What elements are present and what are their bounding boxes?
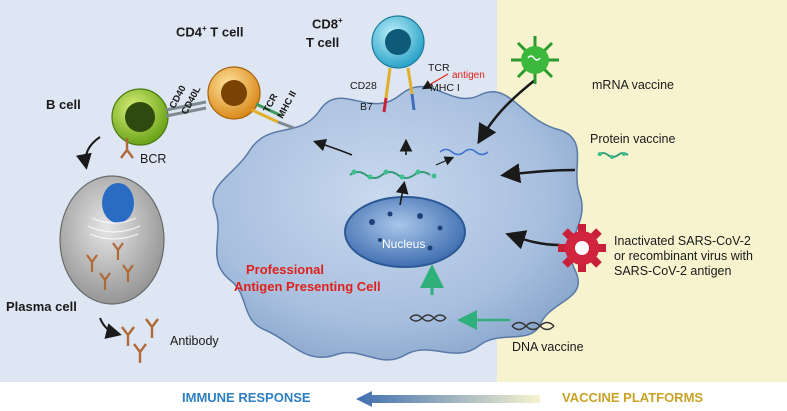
- cd4-label: CD4+ T cell: [176, 24, 244, 40]
- mrna-virus-icon: [511, 36, 559, 84]
- apc-label-line1: Professional: [246, 262, 325, 277]
- footer-vaccine-platforms: VACCINE PLATFORMS: [562, 390, 704, 405]
- inactivated-label-1: Inactivated SARS-CoV-2: [614, 234, 751, 248]
- nucleus-label: Nucleus: [382, 237, 426, 251]
- inactivated-label-2: or recombinant virus with: [614, 249, 753, 263]
- antigen-label: antigen: [452, 70, 485, 81]
- inactivated-label-3: SARS-CoV-2 antigen: [614, 264, 732, 278]
- cd8-label-line2: T cell: [306, 35, 340, 50]
- plasma-cell: [59, 175, 165, 305]
- dna-helix-icon: [511, 321, 555, 331]
- footer-arrow: [356, 391, 540, 407]
- protein-strand-icon: [597, 152, 629, 159]
- antibody-icon: [121, 318, 159, 363]
- peptide-chain: [349, 171, 431, 179]
- mhc1-label: MHC I: [430, 82, 460, 94]
- plasma-cell-label: Plasma cell: [6, 299, 77, 314]
- nucleus: [344, 196, 466, 268]
- b7-label: B7: [360, 101, 373, 113]
- tcr-right-label: TCR: [428, 62, 450, 74]
- cd8-label: CD8+: [312, 16, 343, 32]
- dna-vaccine-label: DNA vaccine: [512, 340, 584, 354]
- antibody-label: Antibody: [170, 334, 219, 348]
- protein-vaccine-label: Protein vaccine: [590, 132, 676, 146]
- b-cell-label: B cell: [46, 97, 81, 112]
- virus-gear-icon: [558, 224, 606, 272]
- mrna-vaccine-label: mRNA vaccine: [592, 78, 674, 92]
- apc-label-line2: Antigen Presenting Cell: [234, 279, 381, 294]
- bcr-label: BCR: [140, 152, 167, 166]
- footer-immune-response: IMMUNE RESPONSE: [182, 390, 311, 405]
- cd28-label: CD28: [350, 80, 377, 92]
